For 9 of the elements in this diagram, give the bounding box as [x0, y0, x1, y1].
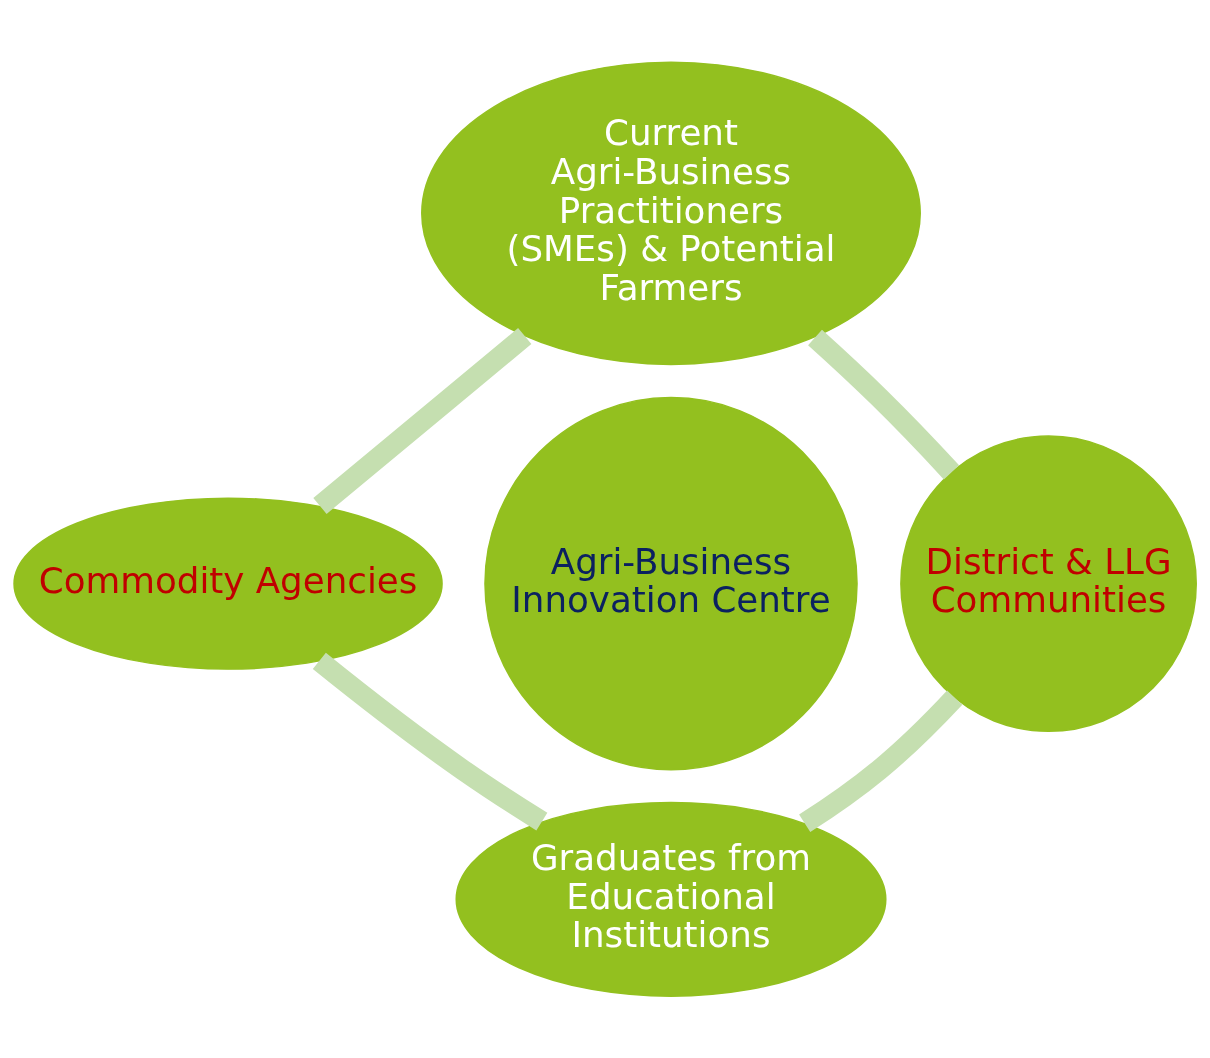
node-ellipse: Commodity Agencies [13, 497, 443, 670]
node-circle: Agri-Business Innovation Centre [484, 396, 858, 771]
node-ellipse: Current Agri-Business Practitioners (SMEs) & Potential Farmers [421, 61, 921, 366]
connector [808, 329, 960, 480]
node-ellipse: Graduates from Educational Institutions [455, 801, 887, 997]
node-circle: District & LLG Communities [900, 435, 1197, 733]
connector [312, 652, 548, 831]
connector [313, 328, 532, 514]
connector [799, 690, 963, 833]
